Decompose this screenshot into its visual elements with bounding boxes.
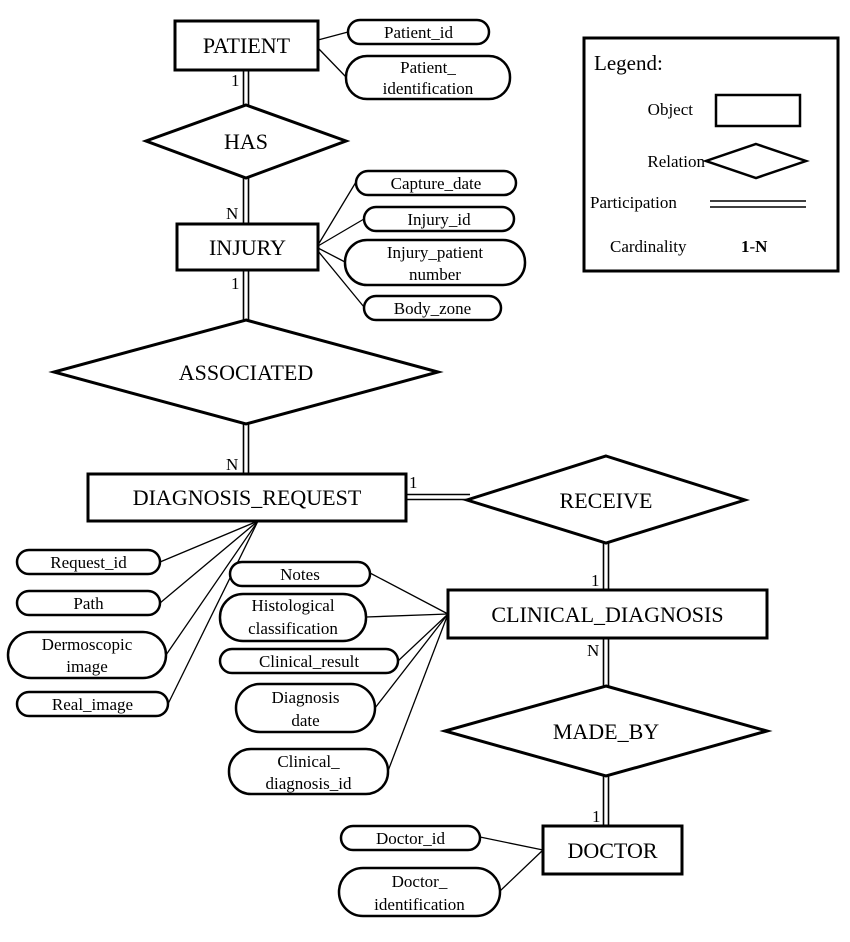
- relation-made-by: MADE_BY: [439, 684, 773, 778]
- attribute-body-zone: Body_zone: [362, 294, 503, 322]
- attribute-diagnosis-date: Diagnosis date: [234, 682, 377, 734]
- legend-relation-label: Relation: [647, 152, 705, 171]
- relation-associated: ASSOCIATED: [48, 318, 444, 426]
- legend-relation-swatch: [702, 142, 810, 180]
- legend-cardinality-value: 1-N: [741, 237, 768, 256]
- attribute-clinical-result: Clinical_result: [218, 647, 400, 675]
- cardinality-clinical-madeby: N: [587, 641, 599, 660]
- entity-patient: PATIENT: [173, 19, 320, 72]
- attribute-injury-patient-number-line1: Injury_patient: [387, 243, 484, 262]
- attribute-path-label: Path: [73, 594, 104, 613]
- relation-associated-label: ASSOCIATED: [179, 360, 313, 385]
- attribute-patient-identification: Patient_ identification: [344, 54, 512, 101]
- legend-participation-label: Participation: [590, 193, 677, 212]
- attribute-request-id-label: Request_id: [50, 553, 127, 572]
- legend-cardinality-value-one: 1: [741, 237, 750, 256]
- attribute-diagnosis-date-line1: Diagnosis: [272, 688, 340, 707]
- attribute-patient-id-label: Patient_id: [384, 23, 453, 42]
- cardinality-receive-clinical: 1: [591, 571, 600, 590]
- attribute-injury-id-label: Injury_id: [407, 210, 471, 229]
- attribute-real-image: Real_image: [15, 690, 170, 718]
- entity-diagnosis-request: DIAGNOSIS_REQUEST: [86, 472, 408, 523]
- attribute-notes-label: Notes: [280, 565, 320, 584]
- cardinality-madeby-doctor: 1: [592, 807, 601, 826]
- relation-receive-label: RECEIVE: [560, 488, 653, 513]
- relation-has-label: HAS: [224, 129, 268, 154]
- entity-doctor-label: DOCTOR: [567, 838, 657, 863]
- relation-receive: RECEIVE: [461, 454, 751, 545]
- attribute-patient-identification-line1: Patient_: [400, 58, 456, 77]
- attribute-clinical-result-label: Clinical_result: [259, 652, 359, 671]
- attribute-dermoscopic-image-line1: Dermoscopic: [42, 635, 133, 654]
- attribute-doctor-identification: Doctor_ identification: [337, 866, 502, 918]
- attribute-real-image-label: Real_image: [52, 695, 133, 714]
- attribute-notes: Notes: [228, 560, 372, 588]
- attribute-patient-id: Patient_id: [346, 18, 491, 46]
- cardinality-patient-has: 1: [231, 71, 240, 90]
- attribute-doctor-id: Doctor_id: [339, 824, 482, 852]
- relation-has: HAS: [141, 103, 351, 180]
- attribute-connectors: [159, 31, 544, 892]
- entity-injury: INJURY: [175, 222, 320, 272]
- legend-object-label: Object: [648, 100, 694, 119]
- cardinality-injury-associated: 1: [231, 274, 240, 293]
- entity-diagnosis-request-label: DIAGNOSIS_REQUEST: [133, 485, 362, 510]
- attribute-injury-patient-number: Injury_patient number: [343, 238, 527, 287]
- attribute-injury-patient-number-line2: number: [409, 265, 461, 284]
- entity-clinical-diagnosis-label: CLINICAL_DIAGNOSIS: [491, 602, 723, 627]
- attribute-histological-classification-line1: Histological: [251, 596, 334, 615]
- legend-participation-swatch: [710, 200, 806, 208]
- legend-cardinality-value-n: N: [755, 237, 768, 256]
- cardinality-associated-request: N: [226, 455, 238, 474]
- participation-links: [242, 70, 610, 826]
- entity-patient-label: PATIENT: [203, 33, 291, 58]
- attribute-clinical-diagnosis-id-line2: diagnosis_id: [266, 774, 352, 793]
- attribute-doctor-identification-line2: identification: [374, 895, 465, 914]
- attribute-path: Path: [15, 589, 162, 617]
- attribute-capture-date: Capture_date: [354, 169, 518, 197]
- attribute-doctor-identification-line1: Doctor_: [392, 872, 448, 891]
- attribute-patient-identification-line2: identification: [383, 79, 474, 98]
- attribute-injury-id: Injury_id: [362, 205, 516, 233]
- attribute-dermoscopic-image: Dermoscopic image: [6, 630, 168, 680]
- legend: Legend: Object Relation Participation Ca…: [582, 36, 840, 273]
- entity-doctor: DOCTOR: [541, 824, 684, 876]
- cardinality-labels: 1 N 1 N 1 1 N 1: [226, 71, 601, 826]
- attribute-histological-classification: Histological classification: [218, 592, 368, 643]
- legend-title: Legend:: [594, 51, 663, 75]
- entity-clinical-diagnosis: CLINICAL_DIAGNOSIS: [446, 588, 769, 640]
- legend-cardinality-value-sep: -: [750, 237, 756, 256]
- attribute-body-zone-label: Body_zone: [394, 299, 471, 318]
- legend-object-swatch: [714, 93, 802, 128]
- legend-cardinality-label: Cardinality: [610, 237, 687, 256]
- entity-injury-label: INJURY: [209, 235, 286, 260]
- attribute-histological-classification-line2: classification: [248, 619, 338, 638]
- cardinality-request-receive: 1: [409, 473, 418, 492]
- attribute-doctor-id-label: Doctor_id: [376, 829, 445, 848]
- attribute-capture-date-label: Capture_date: [391, 174, 482, 193]
- attribute-request-id: Request_id: [15, 548, 162, 576]
- attribute-clinical-diagnosis-id: Clinical_ diagnosis_id: [227, 747, 390, 796]
- attribute-diagnosis-date-line2: date: [291, 711, 319, 730]
- attribute-dermoscopic-image-line2: image: [66, 657, 108, 676]
- relation-made-by-label: MADE_BY: [553, 719, 659, 744]
- cardinality-has-injury: N: [226, 204, 238, 223]
- attribute-clinical-diagnosis-id-line1: Clinical_: [277, 752, 340, 771]
